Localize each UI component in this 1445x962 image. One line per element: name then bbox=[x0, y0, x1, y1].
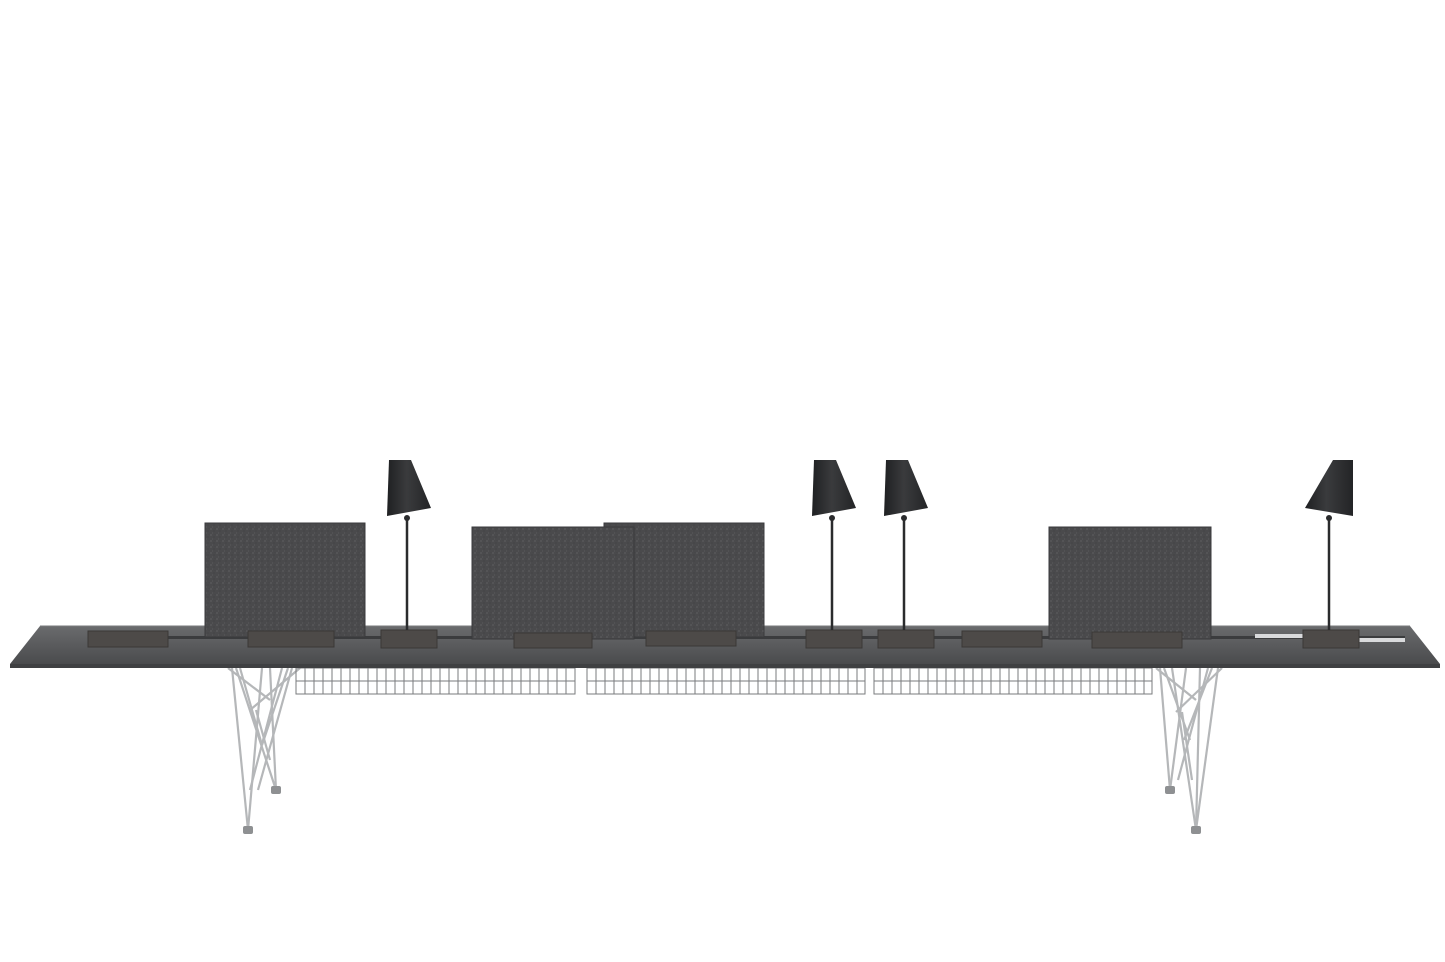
desk-lamp-1 bbox=[380, 460, 438, 649]
screen-panel-1 bbox=[204, 522, 366, 638]
leg-feet-right bbox=[1165, 786, 1201, 834]
leg-frame-right bbox=[1155, 667, 1223, 831]
desktop-front-edge bbox=[10, 664, 1440, 668]
leg-feet-left bbox=[243, 786, 281, 834]
leg-frame-left bbox=[227, 667, 301, 831]
cable-basket-3 bbox=[873, 667, 1153, 695]
desk-lamp-4 bbox=[1302, 460, 1360, 649]
felt-blocks bbox=[87, 630, 1183, 649]
desk-lamp-3 bbox=[877, 460, 935, 649]
screen-panel-4 bbox=[1048, 526, 1212, 640]
screen-panel-3 bbox=[471, 526, 635, 640]
desk-lamp-2 bbox=[805, 460, 863, 649]
rail-highlights bbox=[1255, 634, 1405, 642]
